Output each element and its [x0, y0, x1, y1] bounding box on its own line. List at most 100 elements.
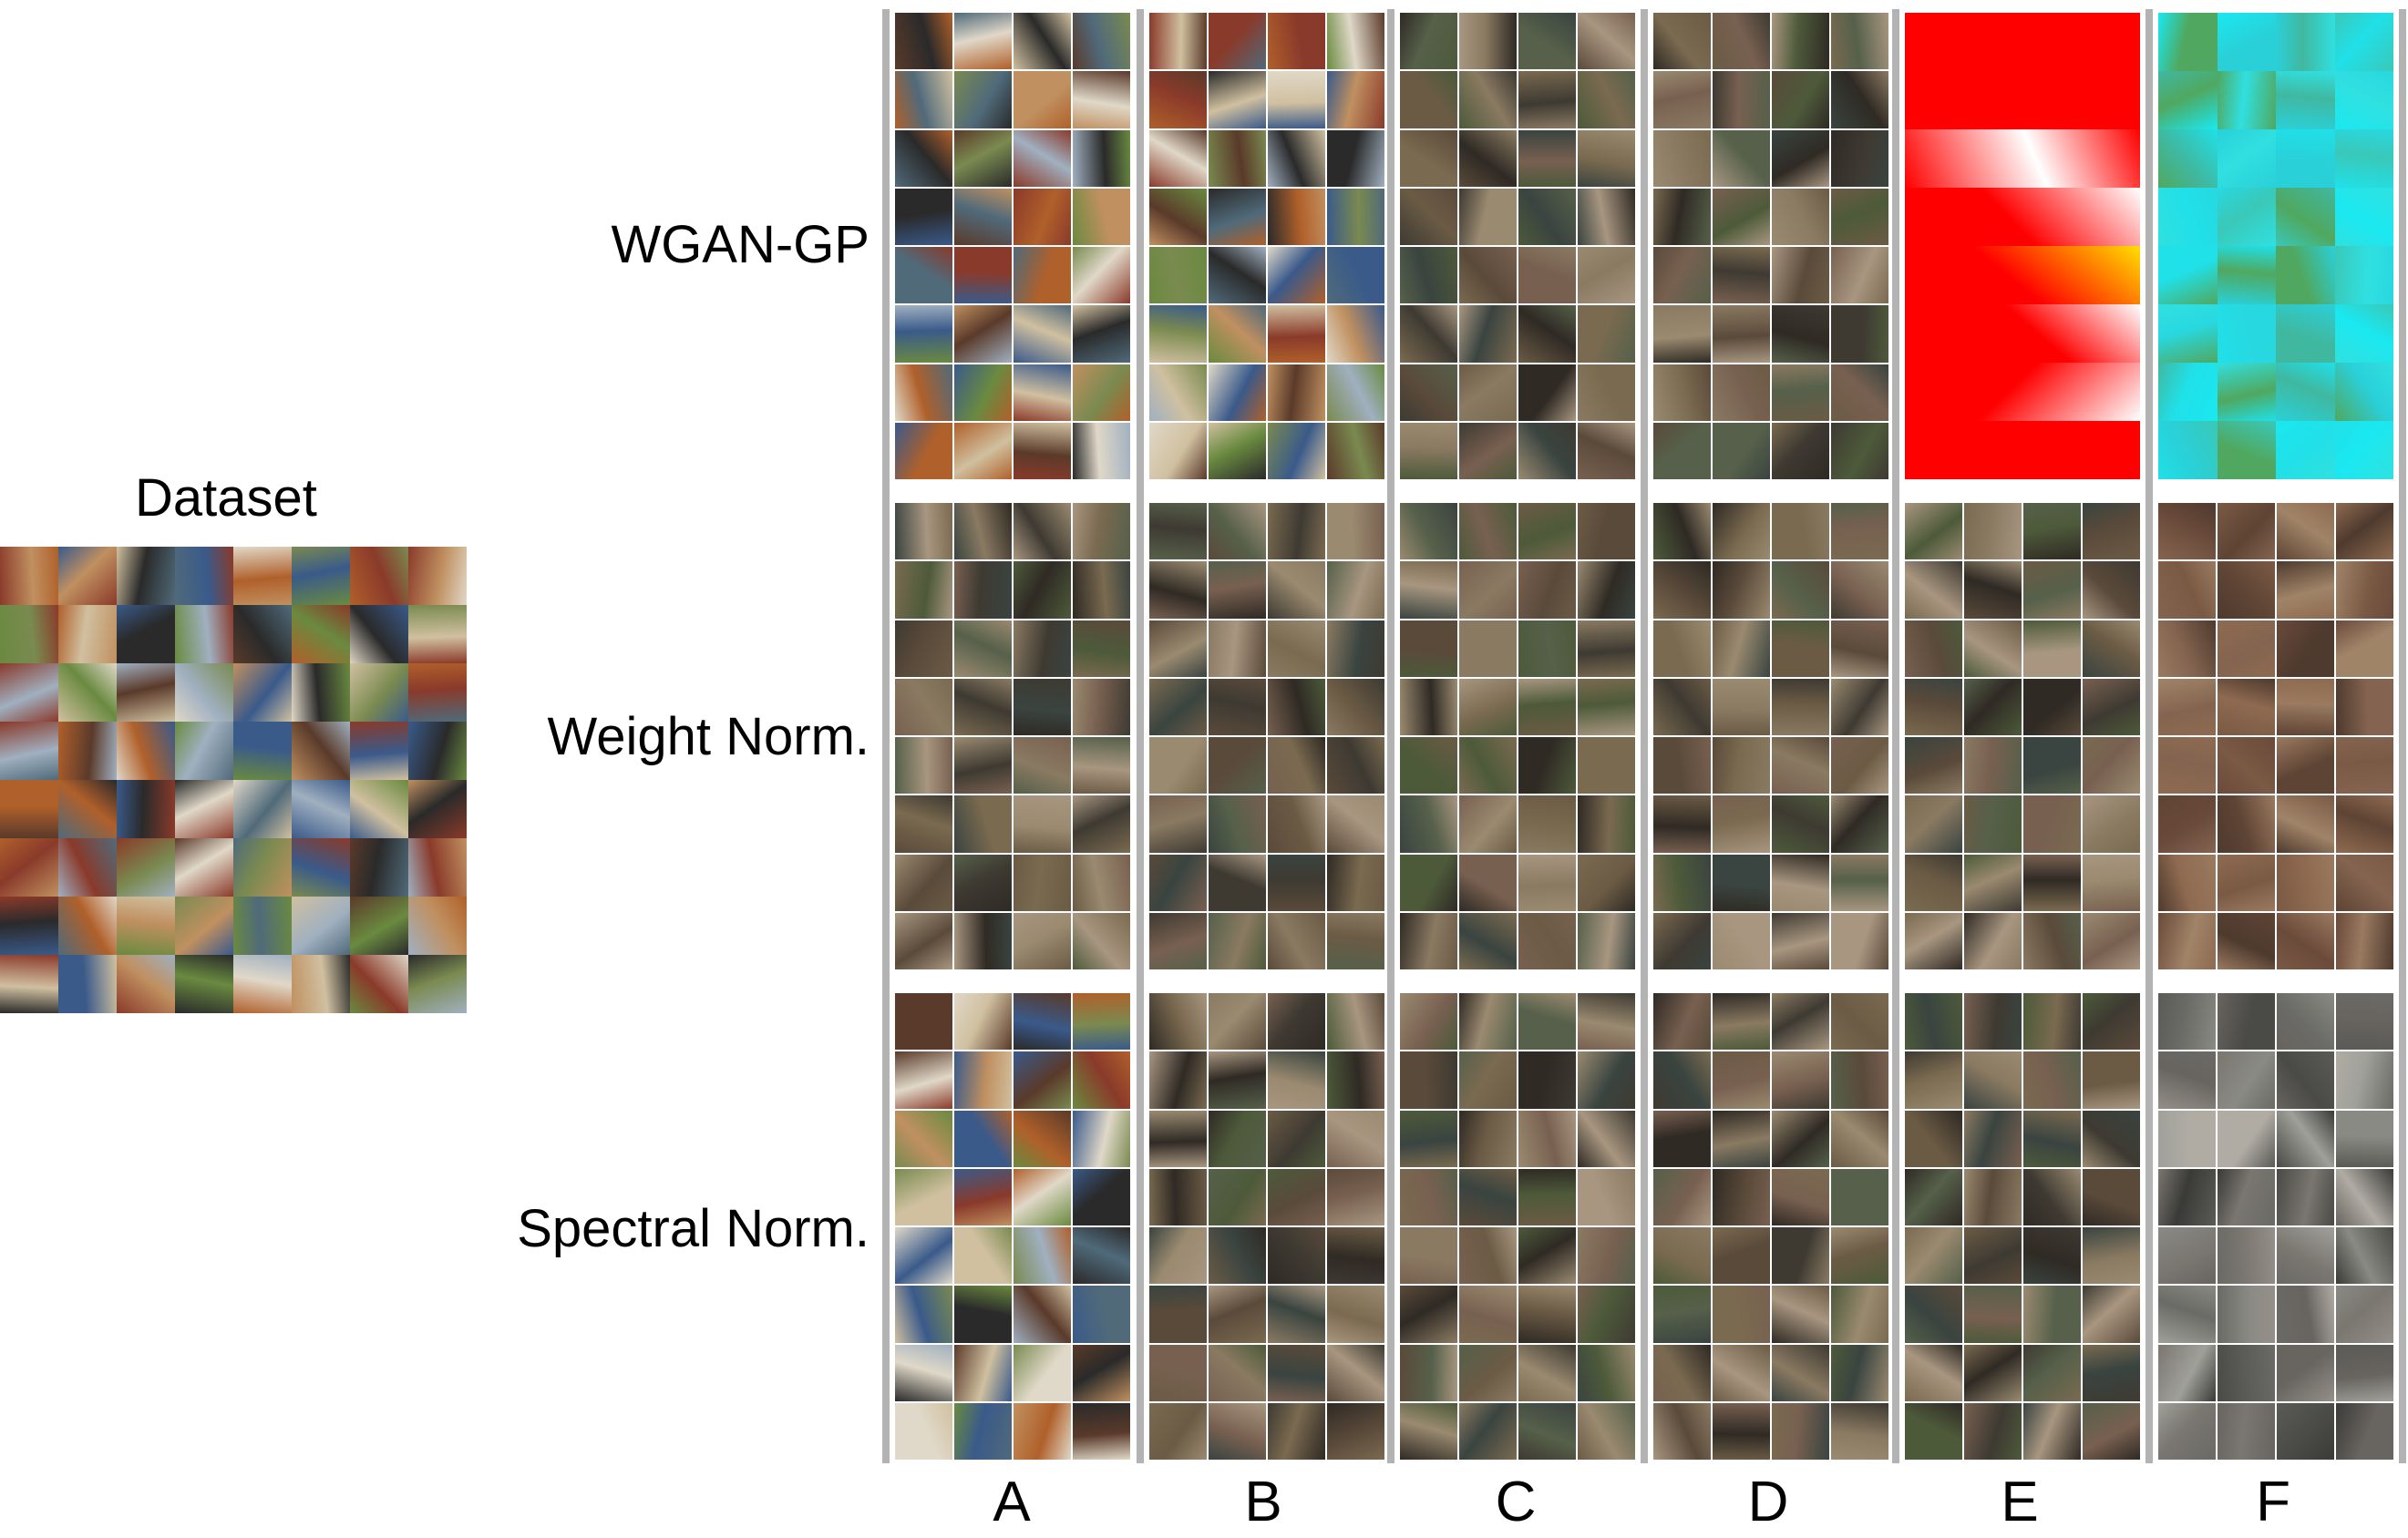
sample-image — [1905, 678, 1962, 735]
sample-image — [954, 1402, 1012, 1460]
sample-image — [1014, 912, 1071, 969]
sample-image — [1713, 71, 1770, 128]
sample-image — [1400, 1286, 1457, 1343]
sample-image — [2336, 561, 2393, 619]
sample-image — [175, 605, 233, 663]
sample-image — [2158, 854, 2216, 911]
sample-image — [1268, 13, 1325, 70]
sample-image — [1518, 1286, 1576, 1343]
sample-image — [175, 663, 233, 722]
sample-image — [1713, 364, 1770, 421]
sample-image — [292, 663, 350, 722]
sample-image — [1149, 1227, 1207, 1285]
sample-image — [2277, 620, 2334, 677]
sample-image — [1459, 1286, 1517, 1343]
sample-grid — [1653, 13, 1888, 479]
sample-image — [895, 620, 952, 677]
sample-image — [1459, 247, 1517, 304]
sample-image — [1149, 247, 1207, 304]
sample-image — [1964, 561, 2022, 619]
sample-image — [2336, 1344, 2393, 1401]
sample-image — [2158, 246, 2218, 304]
sample-grid — [2158, 503, 2393, 969]
sample-image — [1772, 1051, 1829, 1109]
sample-image — [1209, 1286, 1266, 1343]
sample-image — [1772, 993, 1829, 1051]
sample-image — [1578, 247, 1635, 304]
sample-image — [2277, 1286, 2334, 1343]
sample-image — [1905, 503, 1962, 560]
sample-image — [2336, 993, 2393, 1051]
sample-image — [895, 1344, 952, 1401]
sample-image — [1653, 364, 1711, 421]
sample-image — [1014, 13, 1071, 70]
sample-image — [2218, 1168, 2275, 1225]
sample-image — [2023, 737, 2081, 795]
sample-image — [1831, 1051, 1888, 1109]
sample-image — [2218, 1286, 2275, 1343]
sample-image — [1653, 912, 1711, 969]
sample-image — [0, 838, 58, 897]
sample-image — [1653, 1227, 1711, 1285]
sample-image — [1578, 1402, 1635, 1460]
sample-image — [1149, 1344, 1207, 1401]
sample-image — [1327, 422, 1384, 479]
sample-grid — [1400, 993, 1635, 1460]
sample-image — [2083, 912, 2140, 969]
sample-image — [117, 897, 175, 955]
sample-image — [2334, 421, 2393, 479]
sample-image — [1831, 503, 1888, 560]
sample-image — [2023, 1227, 2081, 1285]
sample-image — [1518, 129, 1576, 187]
sample-image — [1073, 678, 1130, 735]
sample-image — [1459, 1168, 1517, 1225]
sample-image — [1327, 1168, 1384, 1225]
sample-image — [1713, 737, 1770, 795]
sample-image — [1400, 620, 1457, 677]
sample-image — [1578, 854, 1635, 911]
sample-image — [1327, 795, 1384, 853]
sample-image — [1400, 247, 1457, 304]
sample-image — [1831, 1227, 1888, 1285]
sample-image — [1831, 247, 1888, 304]
sample-image — [1014, 422, 1071, 479]
sample-image — [1713, 561, 1770, 619]
sample-image — [2336, 503, 2393, 560]
sample-image — [2023, 1110, 2081, 1167]
sample-image — [2023, 1344, 2081, 1401]
sample-image — [2336, 737, 2393, 795]
sample-image — [1772, 620, 1829, 677]
sample-image — [895, 364, 952, 421]
sample-image — [1400, 912, 1457, 969]
sample-image — [58, 955, 117, 1013]
sample-image — [1831, 561, 1888, 619]
sample-image — [1149, 1051, 1207, 1109]
sample-image — [1073, 1286, 1130, 1343]
sample-image — [1268, 1110, 1325, 1167]
sample-image — [1268, 1168, 1325, 1225]
sample-grid — [2158, 993, 2393, 1460]
sample-image — [1149, 795, 1207, 853]
sample-image — [292, 838, 350, 897]
sample-image — [1905, 854, 1962, 911]
row-label-wgan-gp: WGAN-GP — [611, 215, 870, 274]
sample-image — [1268, 71, 1325, 128]
sample-image — [954, 678, 1012, 735]
sample-image — [408, 897, 467, 955]
sample-image — [1713, 678, 1770, 735]
sample-image — [1209, 247, 1266, 304]
sample-image — [954, 1051, 1012, 1109]
sample-image — [1459, 422, 1517, 479]
sample-image — [1268, 993, 1325, 1051]
sample-image — [2276, 304, 2335, 363]
sample-image — [2277, 854, 2334, 911]
sample-image — [2158, 620, 2216, 677]
sample-image — [1578, 678, 1635, 735]
sample-image — [954, 71, 1012, 128]
sample-image — [1518, 71, 1576, 128]
sample-image — [1518, 503, 1576, 560]
column-label-e: E — [2001, 1471, 2039, 1533]
sample-image — [1772, 247, 1829, 304]
sample-image — [2277, 993, 2334, 1051]
row-label-weight-norm: Weight Norm. — [547, 707, 870, 766]
